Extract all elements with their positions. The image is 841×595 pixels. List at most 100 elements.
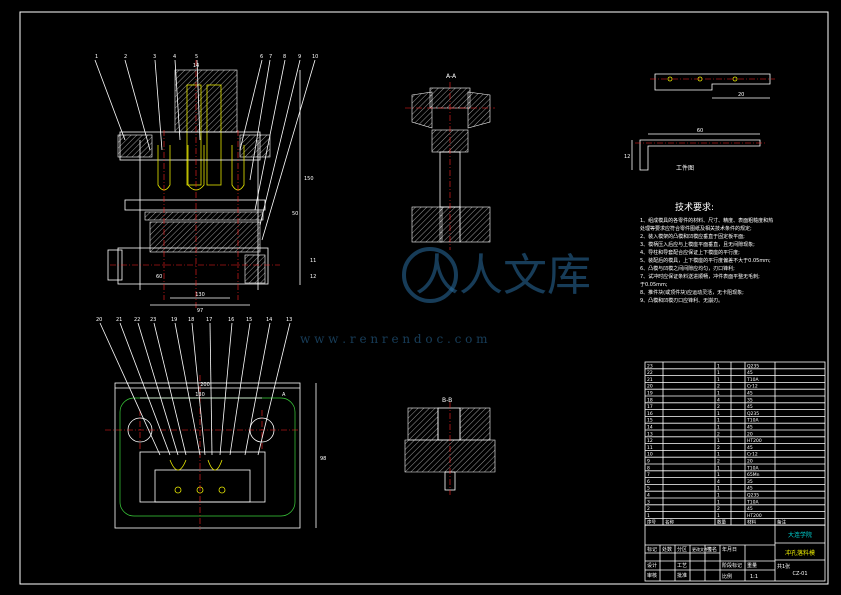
bom-cell: 35 (747, 397, 753, 403)
bom-cell: 1 (717, 438, 720, 444)
tech-requirement-line: 9、凸模和凹模刃口应锋利、无崩刃。 (640, 297, 723, 304)
bom-cell: 1 (717, 418, 720, 424)
tech-requirement-line: 6、凸模与凹模之间间隙应均匀，刃口锋利; (640, 265, 735, 272)
dim-label: 98 (320, 456, 326, 462)
bom-header-cell: 序号 (647, 519, 656, 526)
drawing-name: 冲孔落料模 (785, 549, 815, 557)
part-number: 12 (310, 274, 316, 280)
title-cell: 分区 (677, 546, 687, 553)
title-cell: 重量 (747, 562, 757, 569)
bom-cell: 5 (647, 486, 650, 492)
bom-header-cell: 材料 (747, 519, 756, 526)
bom-cell: 2 (647, 506, 650, 512)
dim-label: 50 (292, 211, 298, 217)
title-cell: 标记 (647, 546, 657, 553)
title-cell: 批准 (677, 572, 687, 579)
part-number: 1 (95, 54, 98, 60)
part-number: 21 (116, 317, 122, 323)
title-cell: 阶段标记 (722, 562, 742, 569)
part-number: 4 (173, 54, 176, 60)
bom-cell: 13 (647, 431, 653, 437)
part-number: 20 (96, 317, 102, 323)
part-number: 15 (246, 317, 252, 323)
part-number: 14 (266, 317, 272, 323)
bom-cell: 17 (647, 404, 653, 410)
dim-label: 97 (197, 308, 203, 314)
bom-cell: 21 (647, 377, 653, 383)
bom-cell: 1 (717, 452, 720, 458)
bom-cell: 45 (747, 391, 753, 397)
title-cell: 工艺 (677, 563, 687, 569)
bom-cell: 2 (717, 404, 720, 410)
bom-cell: HT200 (747, 438, 762, 444)
bom-cell: 4 (717, 479, 720, 485)
bom-cell: 20 (747, 431, 753, 437)
tech-requirements-title: 技术要求: (675, 201, 714, 213)
title-block: 标记 处数 分区 更改文件号 签名 年月日 设计 审核 工艺 批准 阶段标记 重… (644, 524, 826, 582)
bom-cell: 45 (747, 425, 753, 431)
school-name: 大连学院 (788, 531, 812, 539)
dim-label: 200 (200, 382, 210, 388)
bom-cell: 35 (747, 479, 753, 485)
bom-cell: 20 (747, 459, 753, 465)
bom-cell: 2 (717, 506, 720, 512)
dim-label: 60 (697, 128, 703, 134)
bom-cell: 1 (717, 493, 720, 499)
bom-cell: 19 (647, 391, 653, 397)
bom-cell: 15 (647, 418, 653, 424)
dim-label: 20 (738, 92, 744, 98)
bom-cell: 12 (647, 438, 653, 444)
bom-cell: 20 (647, 384, 653, 390)
main-section-view: 14 150 50 60 130 97 1 2 3 4 5 6 7 8 9 10… (94, 54, 318, 314)
part-number: 18 (188, 317, 194, 323)
dim-label: A (282, 392, 286, 398)
bom-cell: 1 (717, 465, 720, 471)
bom-cell: 7 (647, 472, 650, 478)
workpiece-label: 工件图 (676, 164, 694, 172)
bom-cell: Cr12 (747, 452, 758, 458)
tech-requirement-line: 3、模柄压入后应与上模座平面垂直，且无间隙现象; (640, 241, 755, 248)
bom-cell: 2 (717, 384, 720, 390)
part-number: 8 (283, 54, 286, 60)
tech-requirement-line: 1、组成模具的各零件的材料、尺寸、精度、表面粗糙度和热 (640, 217, 773, 224)
tech-requirements: 技术要求: 1、组成模具的各零件的材料、尺寸、精度、表面粗糙度和热 处理等要求应… (640, 201, 773, 304)
part-number: 13 (286, 317, 292, 323)
bom-cell: 23 (647, 363, 653, 369)
bom-cell: 1 (717, 377, 720, 383)
bom-cell: 8 (647, 465, 650, 471)
tech-requirement-line: 5、装配后的模具，上下模座的平行度偏差不大于0.05mm; (640, 257, 771, 264)
watermark-logo-text: 人人文库 (415, 250, 591, 301)
bom-cell: 2 (717, 431, 720, 437)
part-number: 19 (171, 317, 177, 323)
bom-cell: 1 (717, 425, 720, 431)
bom-cell: Q235 (747, 363, 759, 369)
bom-cell: 10 (647, 452, 653, 458)
bom-cell: 1 (717, 411, 720, 417)
dim-label: 150 (304, 176, 314, 182)
watermark-url: w w w . r e n r e n d o c . c o m (300, 332, 488, 346)
title-cell: 更改文件号 (692, 546, 712, 552)
part-number: 3 (153, 54, 156, 60)
part-number: 5 (195, 54, 198, 60)
bom-cell: T10A (746, 377, 759, 383)
part-number: 2 (124, 54, 127, 60)
section-label: B-B (442, 397, 452, 404)
dim-label: 130 (195, 392, 205, 398)
bom-cell: 1 (717, 472, 720, 478)
bom-cell: 1 (717, 391, 720, 397)
tech-requirement-line: 于0.05mm; (640, 282, 668, 288)
title-cell: 审核 (647, 572, 657, 579)
bom-cell: 3 (647, 499, 650, 505)
bom-cell: 9 (647, 459, 650, 465)
bom-cell: 22 (647, 370, 653, 376)
bom-cell: 65Mn (747, 472, 760, 478)
workpiece-views: 20 60 12 工件图 (624, 73, 775, 172)
bom-cell: 11 (647, 445, 653, 451)
section-label: A-A (446, 73, 457, 80)
dim-label: 12 (624, 154, 630, 160)
bom-cell: Q235 (747, 411, 759, 417)
scale-value: 1:1 (750, 574, 758, 580)
bom-cell: Q235 (747, 493, 759, 499)
